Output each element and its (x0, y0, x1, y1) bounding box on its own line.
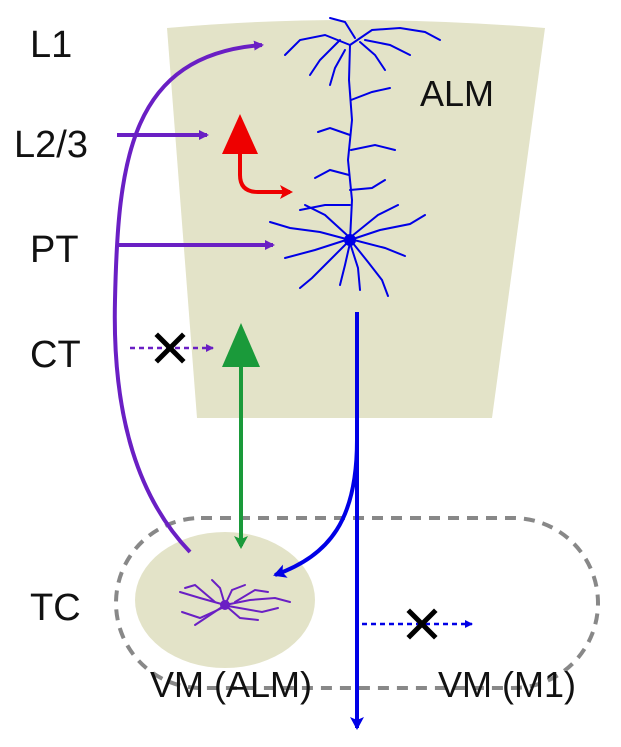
ct-neuron-triangle (222, 323, 260, 367)
pt-axon-collateral-to-vm-alm (273, 439, 359, 578)
region-label-alm: ALM (420, 73, 494, 114)
blocked-mark-ct (154, 332, 186, 364)
layer-label-tc: TC (30, 587, 81, 629)
layer-label-pt: PT (30, 229, 79, 271)
pt-neuron-dendrites (269, 17, 441, 297)
l23-neuron-triangle (222, 114, 258, 154)
blocked-mark-vm-m1 (406, 608, 438, 640)
region-label-vm-alm: VM (ALM) (150, 664, 312, 705)
layer-label-l23: L2/3 (14, 124, 88, 166)
l23-recurrent-arrow (238, 150, 293, 199)
layer-label-ct: CT (30, 334, 81, 376)
alm-cortex-region (167, 20, 545, 418)
layer-label-l1: L1 (30, 24, 72, 66)
tc-neuron-dendrites (179, 579, 291, 626)
tc-axon-trunk (112, 40, 264, 554)
region-label-vm-m1: VM (M1) (438, 664, 576, 705)
